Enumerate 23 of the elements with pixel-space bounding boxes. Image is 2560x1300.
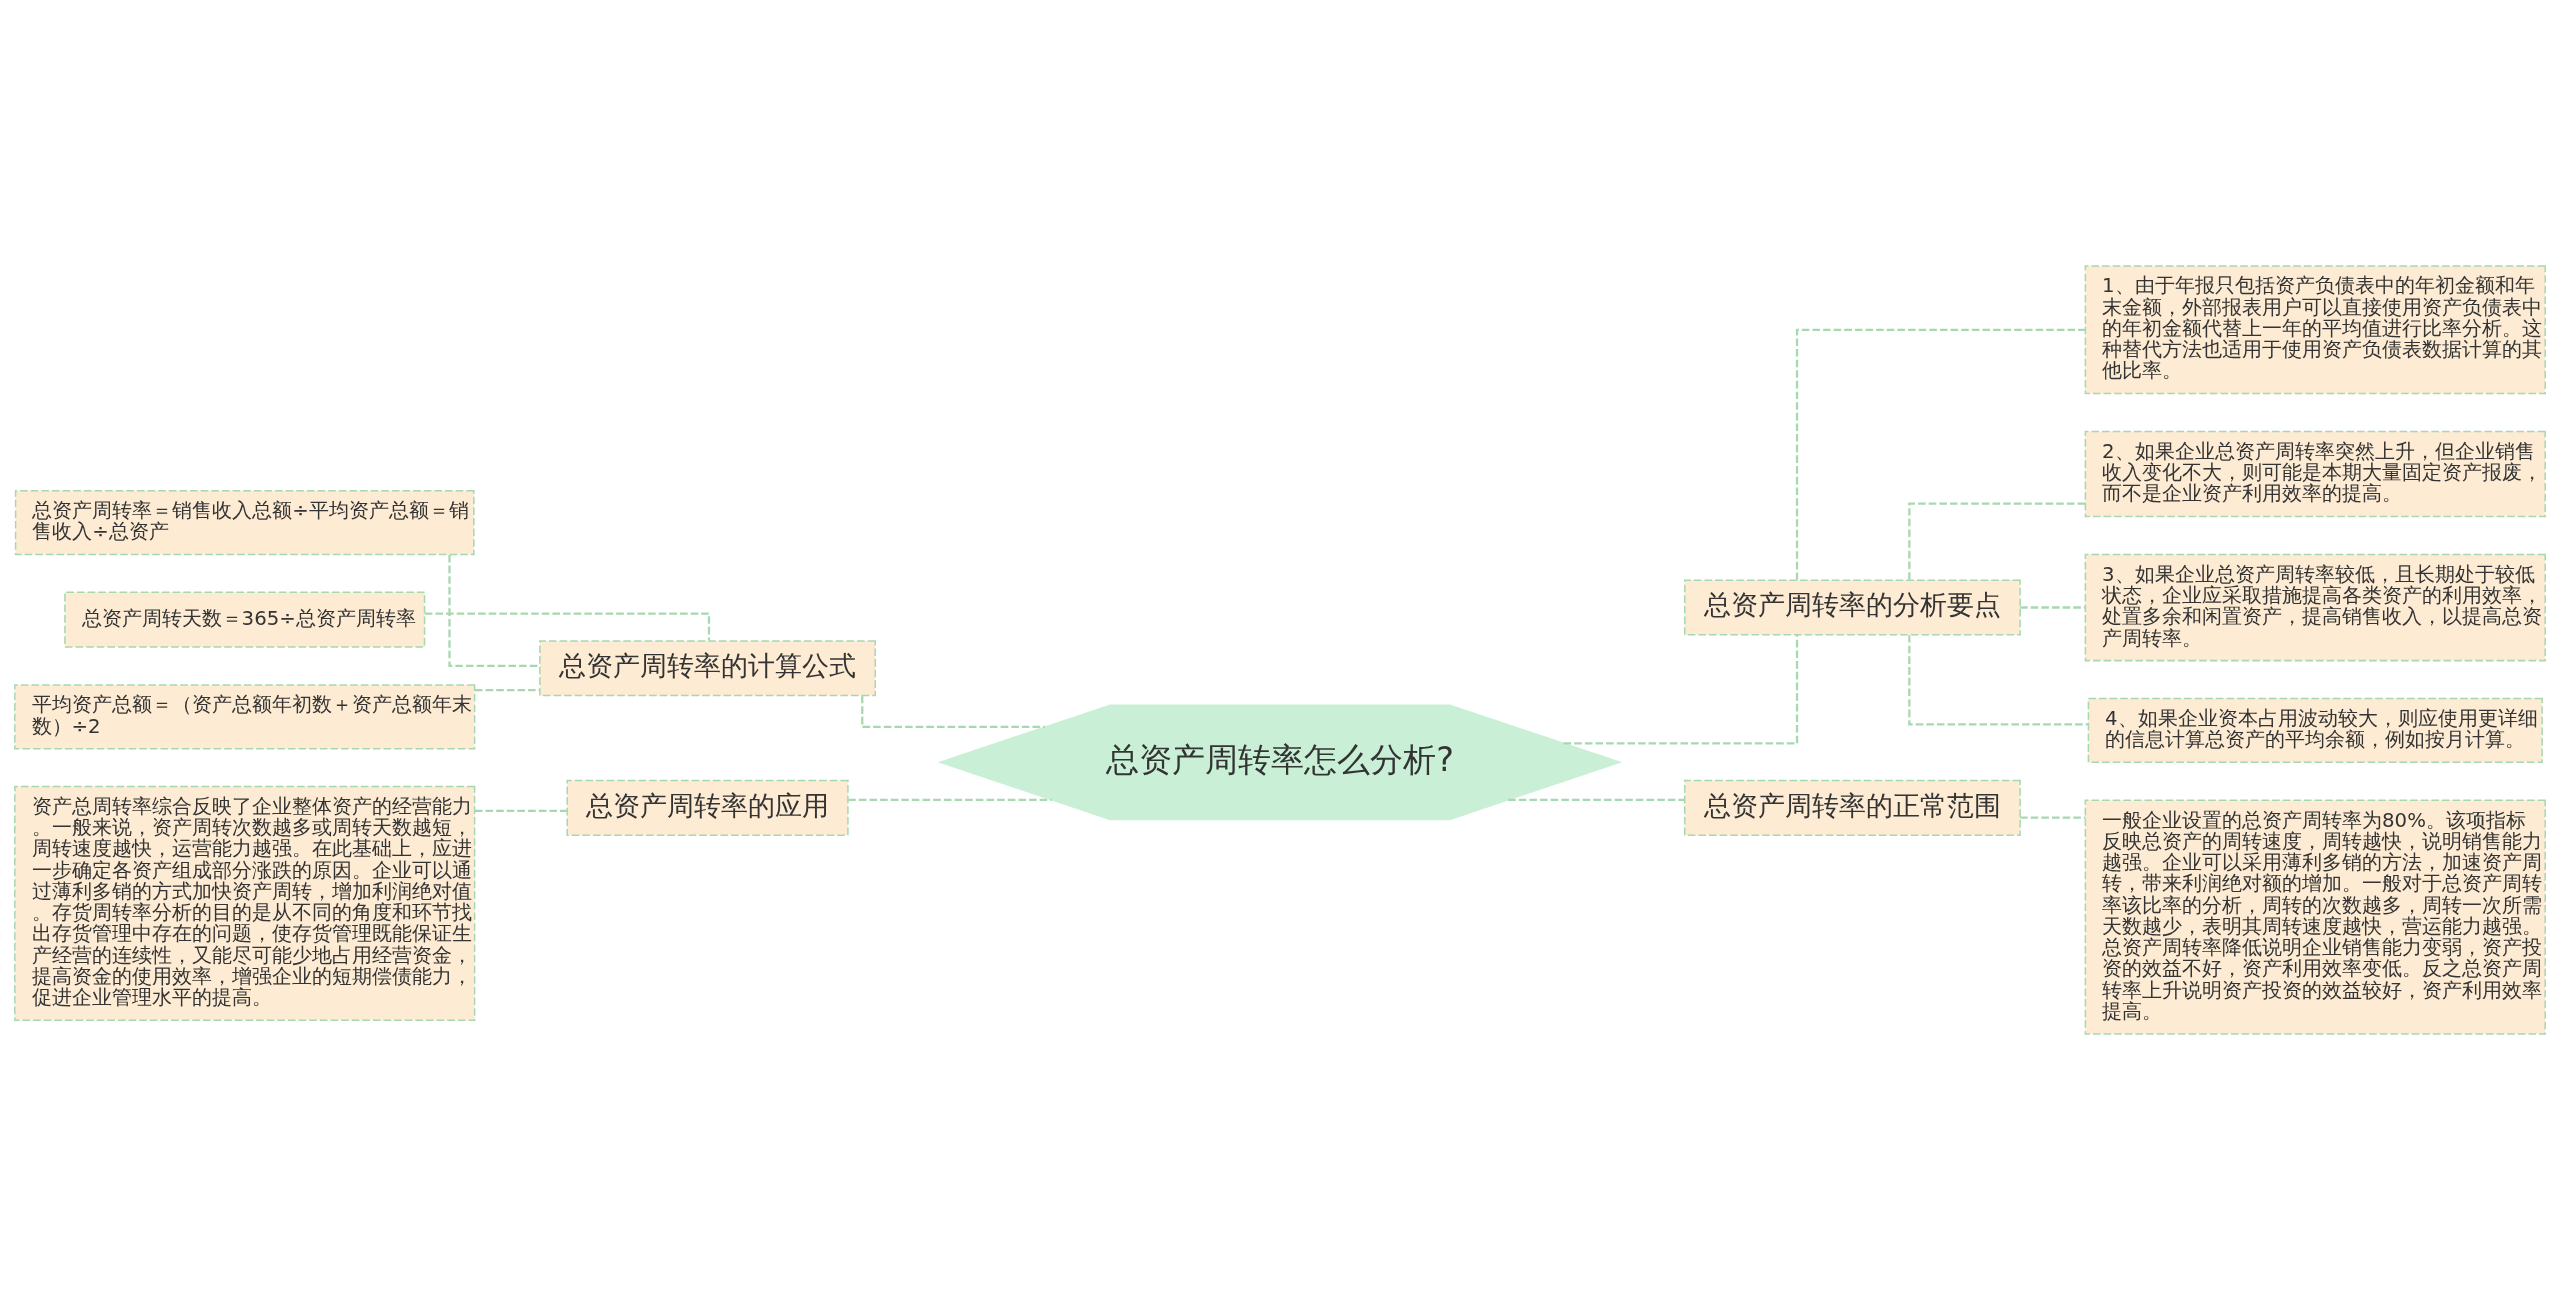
- connector: [1563, 635, 1799, 745]
- node-box: 总资产周转天数＝365÷总资产周转率: [64, 591, 426, 648]
- connector: [1908, 635, 2088, 726]
- node-box: 总资产周转率＝销售收入总额÷平均资产总额＝销售收入÷总资产: [14, 489, 475, 556]
- connector: [448, 555, 540, 668]
- node-box: 4、如果企业资本占用波动较大，则应使用更详细的信息计算总资产的平均余额，例如按月计算。: [2087, 697, 2543, 764]
- node-box: 总资产周转率的应用: [566, 779, 849, 836]
- connector: [474, 809, 568, 812]
- connector: [2020, 816, 2086, 819]
- node-box: 资产总周转率综合反映了企业整体资产的经营能力。一般来说，资产周转次数越多或周转天数越短，周转速度越快，运营能力越强。在此基础上，应进一步确定各资产组成部分涨跌的原因。企业可以通过薄利多销的方式加快资产周转，增加利润绝对值。存货周转率分析的目的是从不同的角度和环节找出存货管理中存在的问题，使存货管理既能保证生产经营的连续性，又能尽可能少地占用经营资金，提高资金的使用效率，增强企业的短期偿债能力，促进企业管理水平的提高。: [14, 785, 476, 1022]
- connector: [848, 798, 1052, 802]
- connector: [2020, 606, 2086, 609]
- node-box: 2、如果企业总资产周转率突然上升，但企业销售收入变化不大，则可能是本期大量固定资产报废，而不是企业资产利用效率的提高。: [2084, 430, 2546, 518]
- node-box: 总资产周转率的正常范围: [1684, 779, 2021, 836]
- connector: [1908, 502, 2085, 580]
- node-box: 一般企业设置的总资产周转率为80%。该项指标反映总资产的周转速度，周转越快，说明销售能力越强。企业可以采用薄利多销的方法，加速资产周转，带来利润绝对额的增加。一般对于总资产周转率该比率的分析，周转的次数越多，周转一次所需天数越少，表明其周转速度越快，营运能力越强。总资产周转率降低说明企业销售能力变弱，资产投资的效益不好，资产利用效率变低。反之总资产周转率上升说明资产投资的效益较好，资产利用效率提高。: [2084, 799, 2546, 1035]
- connector: [1508, 798, 1685, 802]
- node-box: 1、由于年报只包括资产负债表中的年初金额和年末金额，外部报表用户可以直接使用资产负债表中的年初金额代替上一年的平均值进行比率分析。这种替代方法也适用于使用资产负债表数据计算的其他比率。: [2084, 265, 2546, 395]
- connector: [1795, 328, 2085, 580]
- node-box: 3、如果企业总资产周转率较低，且长期处于较低状态，企业应采取措施提高各类资产的利用效率，处置多余和闲置资产，提高销售收入，以提高总资产周转率。: [2084, 553, 2546, 662]
- node-box: 平均资产总额＝（资产总额年初数＋资产总额年末数）÷2: [14, 684, 476, 750]
- node-box: 总资产周转率的计算公式: [539, 640, 876, 697]
- node-box: 总资产周转率的分析要点: [1684, 579, 2021, 636]
